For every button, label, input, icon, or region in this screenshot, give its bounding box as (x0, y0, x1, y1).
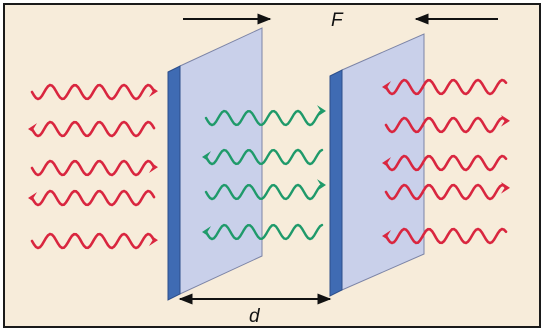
wave-arrowhead (317, 105, 326, 117)
left-plate (167, 27, 263, 301)
wave-line (204, 148, 324, 166)
left-plate-edge (167, 65, 181, 301)
wave-arrowhead (149, 161, 158, 173)
wave-arrowhead (149, 234, 158, 246)
wave-line (384, 116, 508, 134)
wave-arrowhead (382, 81, 391, 93)
wave-line (30, 232, 156, 250)
outer-right-waves-front (382, 78, 510, 245)
wave-line (384, 78, 508, 96)
distance-label: d (249, 306, 261, 327)
wave-arrowhead (501, 181, 510, 194)
right-plate (329, 33, 425, 297)
wave-line (204, 109, 324, 127)
wave-line (204, 183, 324, 201)
outer-left-waves (28, 83, 158, 250)
right-plate-face (341, 33, 425, 291)
wave-arrowhead (382, 230, 391, 242)
wave-line (30, 189, 156, 207)
wave-arrowhead (28, 123, 37, 135)
wave-line (30, 120, 156, 138)
wave-line (30, 159, 156, 177)
inner-waves (202, 105, 326, 241)
wave-line (384, 154, 508, 172)
wave-line (384, 183, 508, 201)
wave-line (204, 223, 324, 241)
wave-arrowhead (382, 157, 391, 169)
wave-arrowhead (149, 85, 158, 97)
wave-line (384, 227, 508, 245)
wave-arrowhead (202, 151, 211, 163)
wave-line (30, 83, 156, 101)
wave-arrowhead (501, 114, 510, 127)
right-plate-edge (329, 69, 343, 297)
force-label: F (331, 10, 344, 31)
wave-arrowhead (317, 179, 326, 191)
wave-arrowhead (202, 226, 211, 238)
left-plate-face (179, 27, 263, 295)
wave-arrowhead (28, 192, 37, 204)
